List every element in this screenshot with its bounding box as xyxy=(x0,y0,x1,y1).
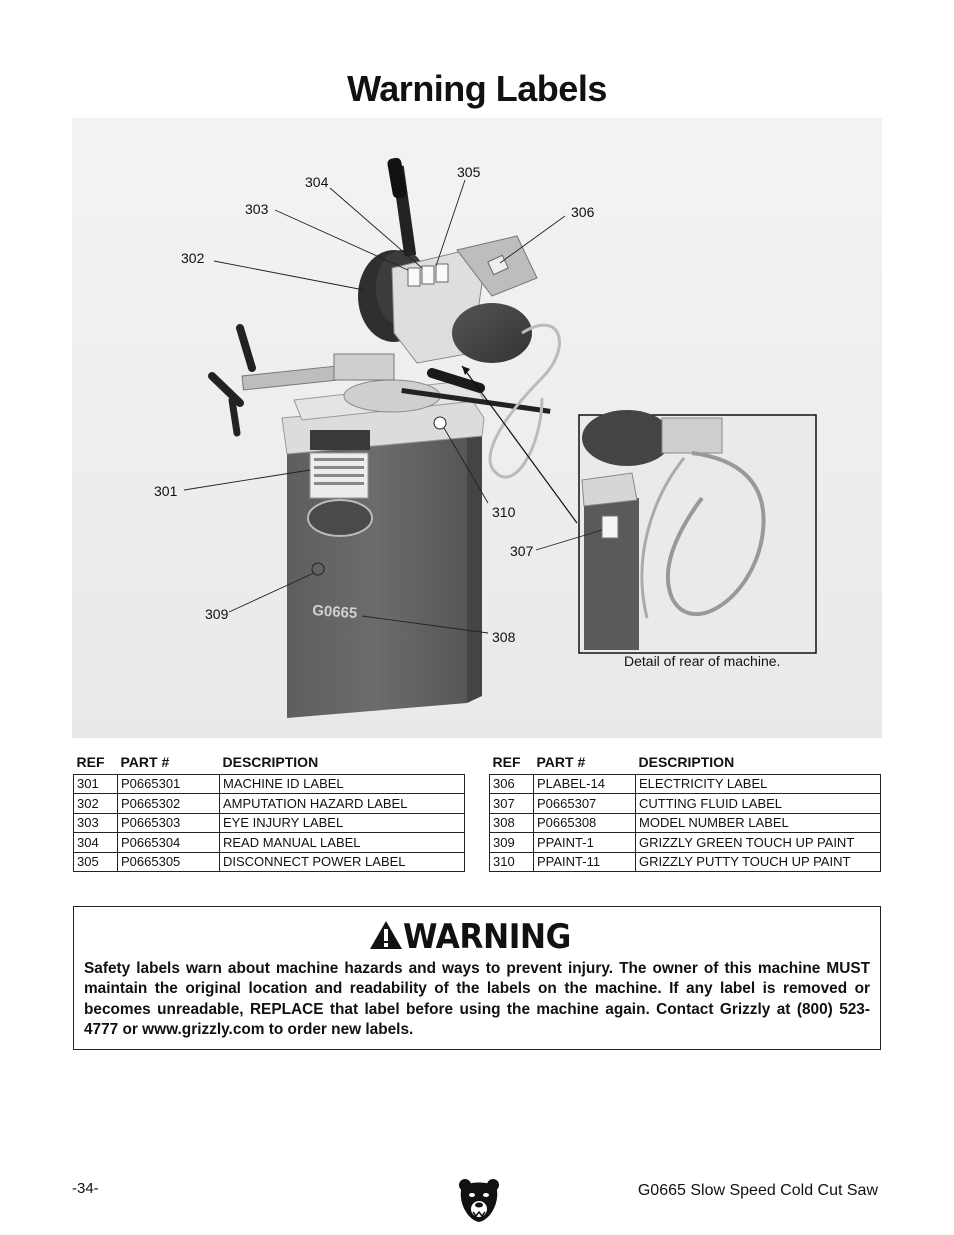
callout-301: 301 xyxy=(154,483,178,499)
cell-ref: 308 xyxy=(489,812,534,833)
cell-part: P0665305 xyxy=(117,851,220,872)
page-number: -34- xyxy=(72,1180,99,1197)
detail-hose xyxy=(665,451,766,617)
cell-part: P0665307 xyxy=(533,793,636,814)
cell-part: P0665302 xyxy=(117,793,220,814)
cell-description: MACHINE ID LABEL xyxy=(219,773,465,794)
cell-description: CUTTING FLUID LABEL xyxy=(635,793,881,814)
table-header-row: REF PART # DESCRIPTION xyxy=(490,754,881,774)
cell-description: AMPUTATION HAZARD LABEL xyxy=(219,793,465,814)
head-labels xyxy=(407,263,449,287)
detail-arrow xyxy=(461,365,578,524)
detail-caption: Detail of rear of machine. xyxy=(624,653,780,669)
paint-spot-309 xyxy=(311,562,325,576)
parts-table-left: REF PART # DESCRIPTION 301 P0665301 MACH… xyxy=(73,754,465,872)
warning-triangle-icon xyxy=(369,920,403,955)
cell-ref: 301 xyxy=(73,773,118,794)
cell-ref: 309 xyxy=(489,832,534,853)
vise-handle xyxy=(236,324,256,372)
detail-arrow-head xyxy=(462,366,470,375)
leader-lines xyxy=(183,179,603,634)
electricity-label xyxy=(487,254,509,276)
header-description: DESCRIPTION xyxy=(638,754,735,771)
stock-bar xyxy=(401,388,551,414)
cabinet-opening xyxy=(310,430,370,450)
warning-header: WARNING xyxy=(74,917,880,957)
callout-310: 310 xyxy=(492,504,516,520)
detail-fluid-label xyxy=(601,515,619,539)
detail-hose-2 xyxy=(640,457,686,619)
table-row: 303 P0665303 EYE INJURY LABEL xyxy=(73,812,465,833)
table-header-row: REF PART # DESCRIPTION xyxy=(74,754,465,774)
cell-description: GRIZZLY PUTTY TOUCH UP PAINT xyxy=(635,851,881,872)
callout-303: 303 xyxy=(245,201,269,217)
head-lever xyxy=(427,368,485,393)
page-title: Warning Labels xyxy=(347,68,607,109)
cell-description: DISCONNECT POWER LABEL xyxy=(219,851,465,872)
table-row: 304 P0665304 READ MANUAL LABEL xyxy=(73,832,465,853)
handle-grip xyxy=(387,157,407,199)
cell-ref: 303 xyxy=(73,812,118,833)
lock-handle-stem xyxy=(228,396,241,437)
callout-305: 305 xyxy=(457,164,481,180)
callout-306: 306 xyxy=(571,204,595,220)
cell-part: P0665308 xyxy=(533,812,636,833)
callout-308: 308 xyxy=(492,629,516,645)
cell-description: ELECTRICITY LABEL xyxy=(635,773,881,794)
header-ref: REF xyxy=(492,754,521,771)
machine-illustration: G0665 D xyxy=(72,118,882,738)
header-ref: REF xyxy=(76,754,105,771)
cell-part: P0665303 xyxy=(117,812,220,833)
parts-table-right: REF PART # DESCRIPTION 306 PLABEL-14 ELE… xyxy=(489,754,881,872)
callout-304: 304 xyxy=(305,174,329,190)
table-row: 302 P0665302 AMPUTATION HAZARD LABEL xyxy=(73,793,465,814)
cell-ref: 307 xyxy=(489,793,534,814)
table-row: 309 PPAINT-1 GRIZZLY GREEN TOUCH UP PAIN… xyxy=(489,832,881,853)
warning-heading: WARNING xyxy=(402,917,571,957)
lock-handle xyxy=(208,372,244,407)
table-row: 301 P0665301 MACHINE ID LABEL xyxy=(73,773,465,794)
vise-jaw xyxy=(333,353,395,381)
cell-ref: 304 xyxy=(73,832,118,853)
cell-ref: 302 xyxy=(73,793,118,814)
cell-part: PPAINT-11 xyxy=(533,851,636,872)
cell-ref: 305 xyxy=(73,851,118,872)
callout-307: 307 xyxy=(510,543,534,559)
cell-description: READ MANUAL LABEL xyxy=(219,832,465,853)
cell-part: P0665304 xyxy=(117,832,220,853)
callout-302: 302 xyxy=(181,250,205,266)
model-plate-text: G0665 xyxy=(312,602,358,622)
motor xyxy=(452,303,532,363)
table-row: 305 P0665305 DISCONNECT POWER LABEL xyxy=(73,851,465,872)
machine-figure: G0665 D xyxy=(72,118,882,738)
header-description: DESCRIPTION xyxy=(222,754,319,771)
header-part: PART # xyxy=(536,754,586,771)
cell-ref: 310 xyxy=(489,851,534,872)
cell-ref: 306 xyxy=(489,773,534,794)
table-row: 306 PLABEL-14 ELECTRICITY LABEL xyxy=(489,773,881,794)
warning-text: Safety labels warn about machine hazards… xyxy=(84,960,870,1039)
grizzly-bear-logo-icon xyxy=(456,1176,502,1224)
cell-description: GRIZZLY GREEN TOUCH UP PAINT xyxy=(635,832,881,853)
detail-gearbox xyxy=(661,417,723,454)
cell-description: MODEL NUMBER LABEL xyxy=(635,812,881,833)
table-row: 307 P0665307 CUTTING FLUID LABEL xyxy=(489,793,881,814)
header-part: PART # xyxy=(120,754,170,771)
cell-part: PPAINT-1 xyxy=(533,832,636,853)
grizzly-plate xyxy=(307,499,373,537)
cell-description: EYE INJURY LABEL xyxy=(219,812,465,833)
paint-spot-310 xyxy=(433,416,447,430)
table-row: 310 PPAINT-11 GRIZZLY PUTTY TOUCH UP PAI… xyxy=(489,851,881,872)
detail-motor xyxy=(582,410,672,466)
detail-collar xyxy=(581,472,638,507)
cabinet-side xyxy=(467,420,482,703)
warning-box: WARNING Safety labels warn about machine… xyxy=(73,906,881,1050)
coolant-hose xyxy=(488,323,561,479)
cell-part: P0665301 xyxy=(117,773,220,794)
callout-309: 309 xyxy=(205,606,229,622)
footer-title: G0665 Slow Speed Cold Cut Saw xyxy=(637,1182,878,1199)
cell-part: PLABEL-14 xyxy=(533,773,636,794)
table-row: 308 P0665308 MODEL NUMBER LABEL xyxy=(489,812,881,833)
